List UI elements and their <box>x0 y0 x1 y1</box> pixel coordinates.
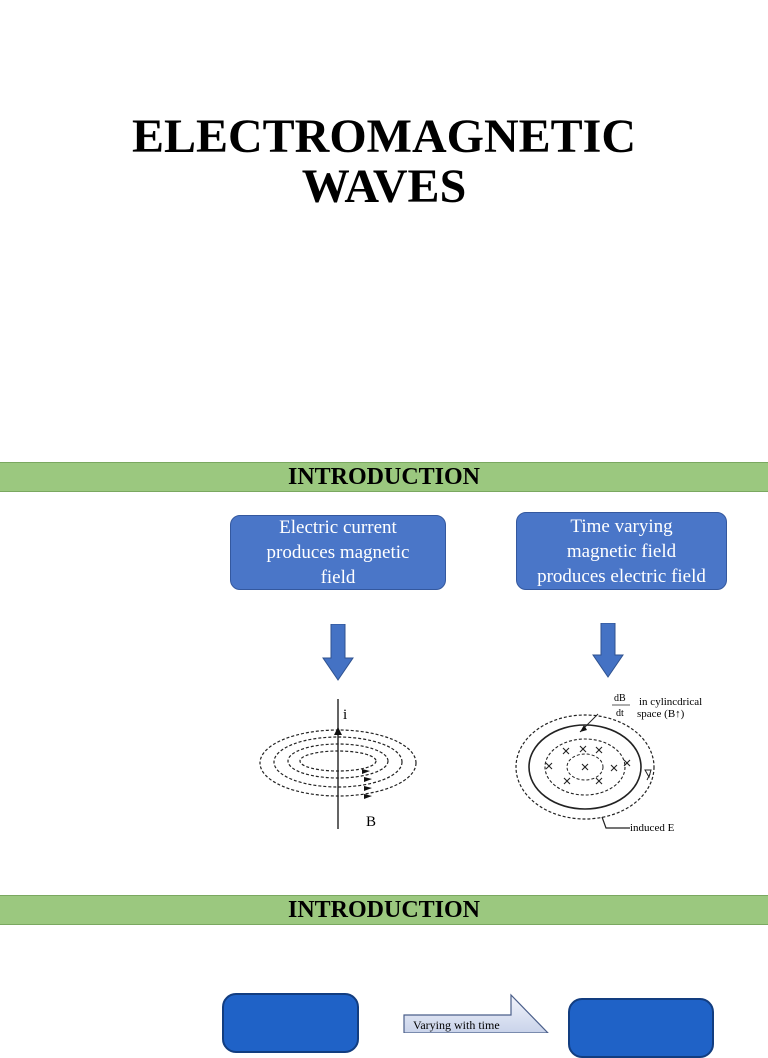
flow-box-left <box>222 993 359 1053</box>
cylindrical-note: in cylincdrical <box>639 696 702 708</box>
box-text-line: produces electric field <box>537 565 706 587</box>
dt-label: dt <box>616 708 624 719</box>
electric-current-box: Electric current produces magnetic field <box>230 515 446 590</box>
db-label: dB <box>614 693 626 704</box>
cylindrical-note: space (B↑) <box>637 708 685 720</box>
magnetic-field-loops-diagram: i B <box>259 699 417 830</box>
section-heading-bar: INTRODUCTION <box>0 895 768 925</box>
field-label: B <box>366 814 376 830</box>
section-heading-bar: INTRODUCTION <box>0 462 768 492</box>
title-line-1: ELECTROMAGNETIC <box>131 110 637 163</box>
induced-e-label: induced E <box>630 822 675 834</box>
slide-title: ELECTROMAGNETIC WAVES <box>0 112 768 212</box>
box-text-line: field <box>320 567 356 588</box>
box-text-line: Electric current <box>279 517 397 538</box>
box-text-line: Time varying <box>570 515 673 537</box>
current-label: i <box>343 707 347 723</box>
title-line-2: WAVES <box>301 160 467 213</box>
induced-field-diagram: dB dt in cylincdrical space (B↑) induced… <box>515 693 702 834</box>
flow-box-right <box>568 998 714 1058</box>
down-arrow-icon <box>322 624 354 681</box>
time-varying-field-box: Time varying magnetic field produces ele… <box>516 512 727 590</box>
flow-arrow-label: Varying with time <box>413 1018 500 1032</box>
box-text-line: produces magnetic <box>266 542 410 563</box>
down-arrow-icon <box>592 623 624 678</box>
right-arrow-icon: Varying with time <box>403 993 549 1033</box>
box-text-line: magnetic field <box>566 540 677 562</box>
